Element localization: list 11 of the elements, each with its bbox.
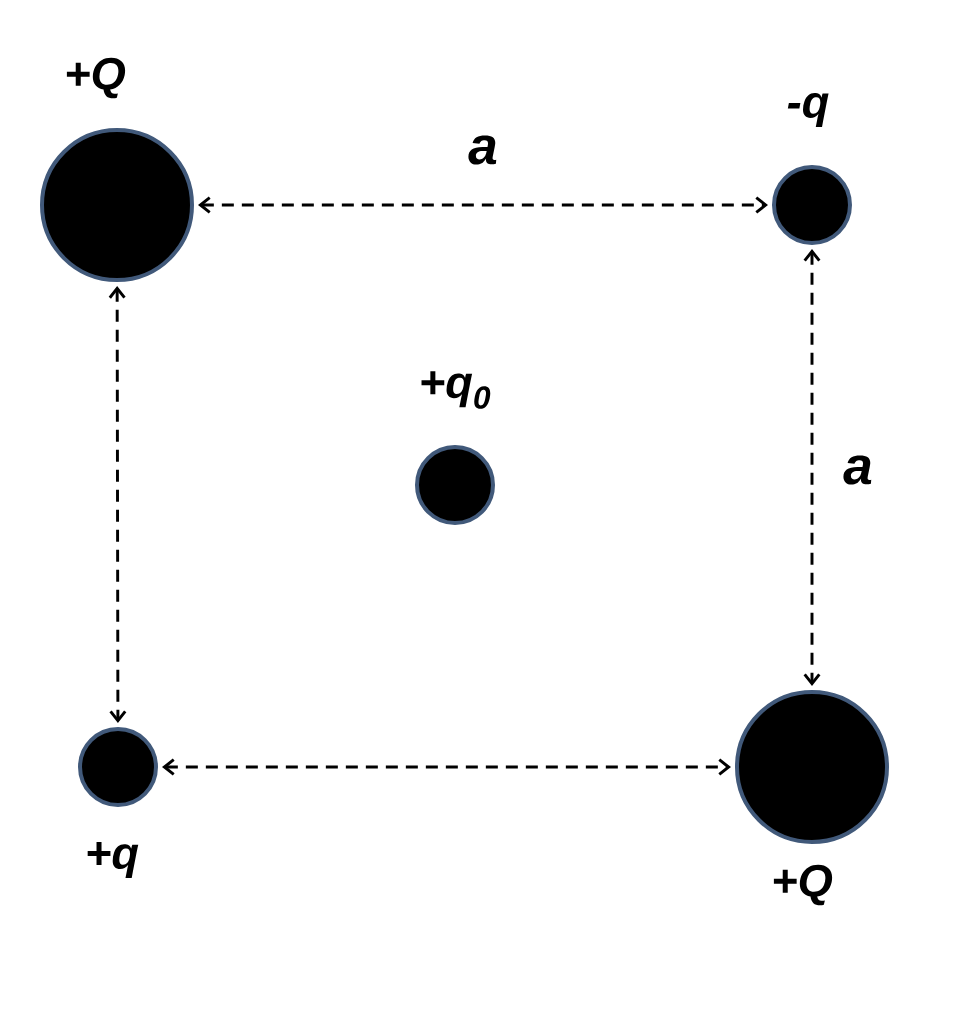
charge-label: +q$_{0}$: [421, 371, 491, 409]
dashed-arrow: [162, 758, 731, 776]
charge-label: +Q: [66, 57, 126, 99]
charge-label: +Q: [773, 864, 833, 906]
edge-label: a: [841, 454, 875, 486]
charge-label: -q: [787, 93, 829, 127]
dashed-arrow: [198, 196, 768, 214]
dashed-arrow: [803, 249, 821, 686]
dashed-arrow: [108, 286, 127, 723]
charge-label: +q: [87, 842, 139, 878]
edge-label: a: [466, 134, 500, 166]
